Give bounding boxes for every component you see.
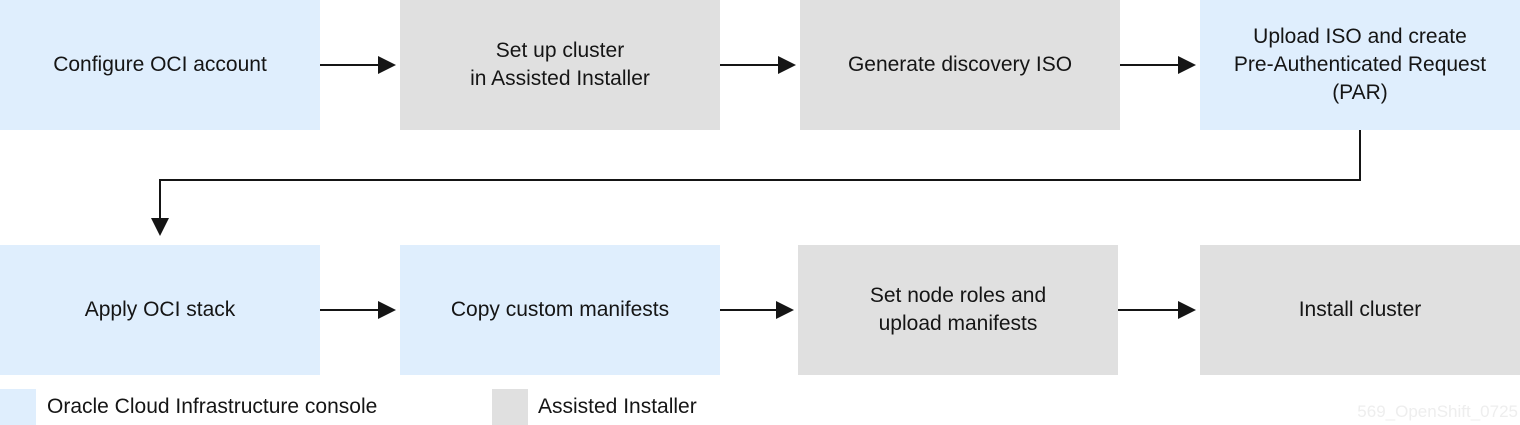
step-copy-custom-manifests: Copy custom manifests [400,245,720,375]
arrowhead-4-5 [151,218,169,236]
legend-label-oci: Oracle Cloud Infrastructure console [47,395,378,418]
arrowhead-5-6 [378,301,396,319]
step-label: Apply OCI stack [84,298,236,321]
arrowhead-3-4 [1178,56,1196,74]
step-upload-iso-create-par: Upload ISO and create Pre-Authenticated … [1200,0,1520,130]
arrow-4-5 [159,130,1361,225]
step-generate-discovery-iso: Generate discovery ISO [800,0,1120,130]
step-apply-oci-stack: Apply OCI stack [0,245,320,375]
arrowhead-2-3 [778,56,796,74]
step-label: Copy custom manifests [450,298,670,321]
step-label: Configure OCI account [53,53,267,76]
step-configure-oci-account: Configure OCI account [0,0,320,130]
step-set-node-roles: Set node roles and upload manifests [798,245,1118,375]
arrowhead-6-7 [776,301,794,319]
arrowhead-1-2 [378,56,396,74]
legend-label-assisted-installer: Assisted Installer [538,395,697,418]
legend-swatch-oci [0,389,36,425]
step-label: Generate discovery ISO [847,53,1073,76]
step-label: Set node roles and upload manifests [869,284,1047,335]
step-label: Install cluster [1298,298,1422,321]
step-set-up-cluster: Set up cluster in Assisted Installer [400,0,720,130]
arrowhead-7-8 [1178,301,1196,319]
watermark: 569_OpenShift_0725 [1357,402,1518,421]
step-label: Upload ISO and create Pre-Authenticated … [1233,25,1487,104]
step-install-cluster: Install cluster [1200,245,1520,375]
legend-swatch-assisted-installer [492,389,528,425]
step-label: Set up cluster in Assisted Installer [470,39,650,90]
